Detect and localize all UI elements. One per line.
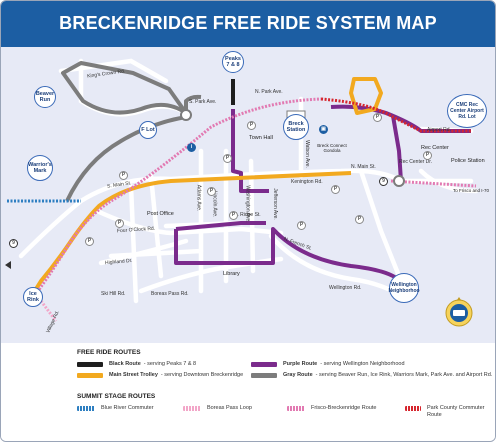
place-rec-center: Rec Center	[421, 145, 449, 151]
place-post-office: Post Office	[147, 211, 174, 217]
info-icon[interactable]: i	[187, 143, 196, 152]
left-arrow-icon	[5, 261, 11, 269]
parking-icon: P	[297, 221, 306, 230]
route-map	[5, 58, 479, 327]
legend-swatch	[251, 361, 277, 367]
highway-9-sign: 9	[379, 177, 388, 186]
parking-icon: P	[115, 219, 124, 228]
legend-item: Boreas Pass Loop	[183, 405, 255, 411]
stop-ice-rink[interactable]: Ice Rink	[23, 287, 43, 307]
legend-heading-summit: SUMMIT STAGE ROUTES	[77, 393, 156, 400]
roundabouts	[180, 109, 405, 187]
street-jefferson: Jefferson Ave.	[271, 188, 278, 220]
title-banner: BRECKENRIDGE FREE RIDE SYSTEM MAP	[1, 1, 495, 47]
street-adams: Adams Ave.	[195, 184, 202, 212]
roundabout-park-ave	[180, 109, 192, 121]
stop-beaver-run[interactable]: Beaver Run	[34, 86, 56, 108]
stop-f-lot[interactable]: F Lot	[139, 121, 157, 139]
legend-item: Black Route - serving Peaks 7 & 8	[77, 361, 196, 367]
legend-swatch	[77, 405, 95, 411]
legend-item: Blue River Commuter	[77, 405, 157, 411]
parking-icon: P	[423, 151, 432, 160]
street-washington: Washington Ave.	[244, 185, 251, 223]
parking-icon: P	[373, 113, 382, 122]
stop-peaks[interactable]: Peaks 7 & 8	[222, 51, 244, 73]
legend-item: Gray Route - serving Beaver Run, Ice Rin…	[251, 372, 492, 378]
stop-wellington[interactable]: Wellington Neighborhoo	[388, 273, 420, 303]
parking-icon: P	[207, 187, 216, 196]
legend: FREE RIDE ROUTES Black Route - serving P…	[1, 343, 495, 441]
legend-item: Purple Route - serving Wellington Neighb…	[251, 361, 405, 367]
highway-9-sign-west: 9	[9, 239, 18, 248]
place-police: Police Station	[451, 158, 485, 164]
parking-icon: P	[223, 154, 232, 163]
street-n-park-ave: N. Park Ave.	[255, 89, 283, 95]
map-title: BRECKENRIDGE FREE RIDE SYSTEM MAP	[59, 13, 437, 33]
street-ridge: S. Ridge St.	[234, 212, 261, 218]
legend-swatch	[183, 405, 201, 411]
legend-swatch	[77, 372, 103, 378]
compass-icon	[445, 297, 473, 327]
place-library: Library	[223, 271, 240, 277]
parking-icon: P	[247, 121, 256, 130]
gray-route-line	[61, 61, 202, 202]
street-park-ave: S. Park Ave.	[189, 99, 217, 105]
street-watson: Watson Ave.	[303, 140, 310, 168]
legend-item: Park County Commuter Route	[405, 405, 489, 418]
street-boreas: Boreas Pass Rd.	[151, 291, 189, 297]
summit-stage-lines	[7, 97, 477, 322]
parking-icon: P	[119, 171, 128, 180]
place-to-frisco: To Frisco and I-70	[453, 188, 490, 193]
street-airport: Airport Rd.	[427, 127, 451, 133]
purple-route-line	[174, 104, 471, 287]
parking-icon: P	[85, 237, 94, 246]
roundabout-airport	[393, 175, 405, 187]
legend-swatch	[77, 361, 103, 367]
street-kenington: Kenington Rd.	[291, 179, 323, 185]
gondola-icon: ▣	[319, 125, 328, 134]
place-town-hall: Town Hall	[249, 135, 273, 141]
street-wellington: Wellington Rd.	[329, 285, 362, 291]
stop-warriors-mark[interactable]: Warrior's Mark	[27, 155, 53, 181]
legend-item: Main Street Trolley - serving Downtown B…	[77, 372, 243, 378]
street-rec-center-rd: Rec Center Dr.	[399, 159, 433, 165]
legend-heading-free-ride: FREE RIDE ROUTES	[77, 349, 141, 356]
legend-swatch	[287, 405, 305, 411]
street-n-main: N. Main St.	[351, 164, 376, 170]
legend-item: Frisco-Breckenridge Route	[287, 405, 379, 411]
parking-icon: P	[331, 185, 340, 194]
legend-swatch	[405, 406, 421, 411]
street-ski-hill: Ski Hill Rd.	[101, 291, 126, 297]
legend-swatch	[251, 372, 277, 378]
parking-icon: P	[355, 215, 364, 224]
parking-icon: P	[229, 211, 238, 220]
stop-breck-station[interactable]: Breck Station	[283, 114, 309, 140]
place-breck-connect: Breck Connect Gondola	[317, 143, 347, 153]
stop-cmc[interactable]: CMC Rec Center Airport Rd. Lot	[447, 94, 487, 128]
